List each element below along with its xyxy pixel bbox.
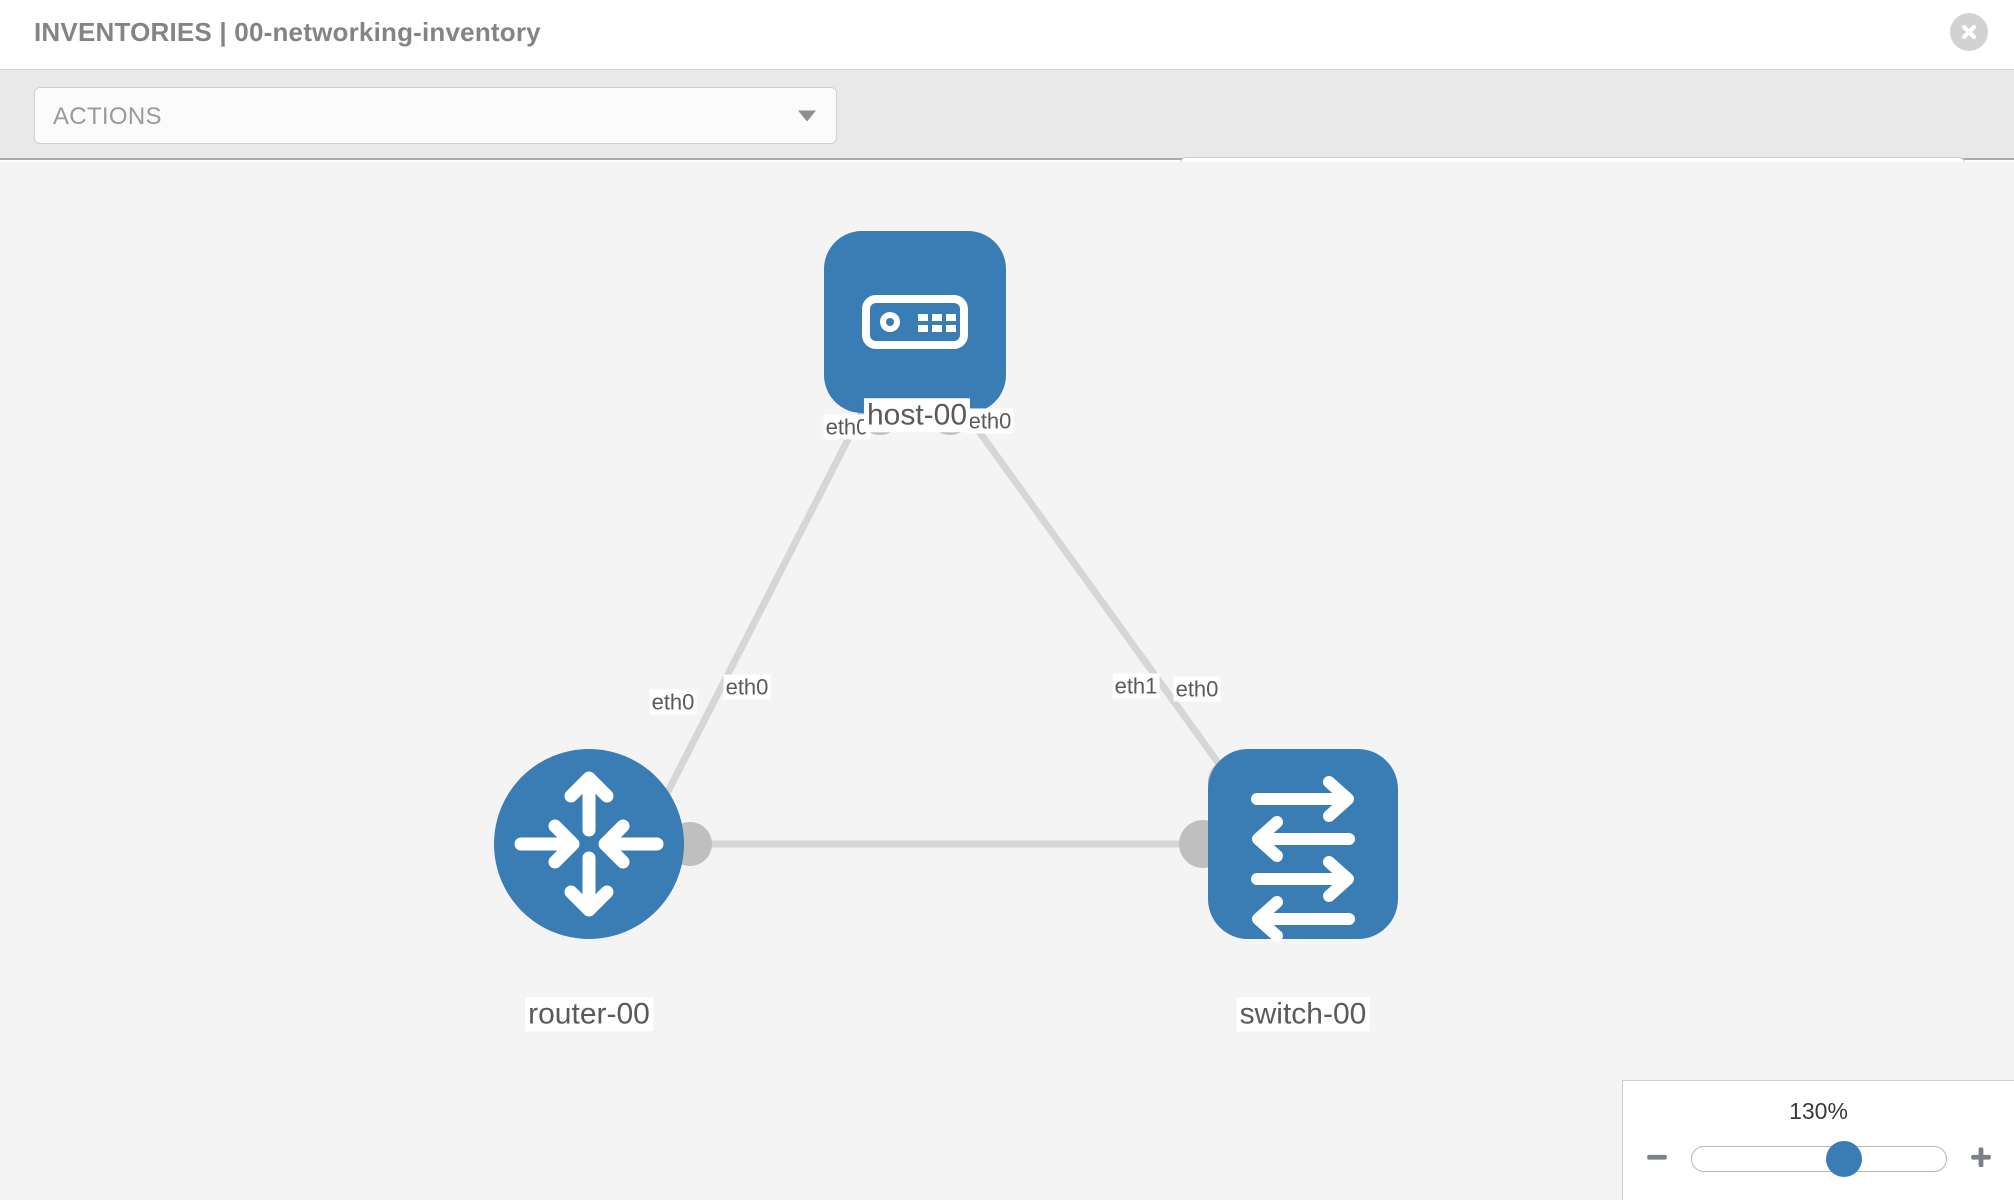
node-switch-00[interactable] <box>1208 749 1398 942</box>
zoom-slider-thumb[interactable] <box>1826 1141 1863 1177</box>
minus-icon <box>1644 1144 1670 1175</box>
server-icon <box>862 295 968 349</box>
zoom-level-value: 130% <box>1789 1098 1848 1124</box>
page-title: INVENTORIES | 00-networking-inventory <box>34 17 541 47</box>
node-host-00[interactable] <box>824 231 1006 413</box>
topology-connectors <box>668 391 1256 868</box>
zoom-out-button[interactable] <box>1639 1141 1675 1177</box>
node-router-00[interactable] <box>494 749 684 939</box>
zoom-control-panel: 130% <box>1622 1080 2014 1200</box>
zoom-in-button[interactable] <box>1963 1141 1999 1177</box>
actions-dropdown-label: ACTIONS <box>53 103 162 130</box>
page-header: INVENTORIES | 00-networking-inventory <box>0 0 2014 70</box>
zoom-slider-track[interactable] <box>1691 1141 1947 1177</box>
router-arrows-icon <box>514 771 664 917</box>
plus-icon <box>1968 1144 1994 1175</box>
topology-graph <box>494 231 1398 942</box>
close-button[interactable] <box>1950 13 1988 51</box>
topology-links <box>656 409 1235 848</box>
topology-canvas[interactable]: eth0 eth0 eth0 eth0 eth0 eth1 host-00 ro… <box>0 162 2014 1200</box>
actions-dropdown[interactable]: ACTIONS <box>34 87 837 144</box>
chevron-down-icon <box>798 110 816 121</box>
close-icon <box>1958 21 1980 43</box>
link-host-switch[interactable] <box>962 409 1235 785</box>
zoom-slider-row <box>1623 1137 2014 1181</box>
toolbar: ACTIONS SEARCH <box>0 70 2014 214</box>
link-host-router[interactable] <box>656 410 866 809</box>
switch-arrows-icon <box>1251 776 1355 942</box>
